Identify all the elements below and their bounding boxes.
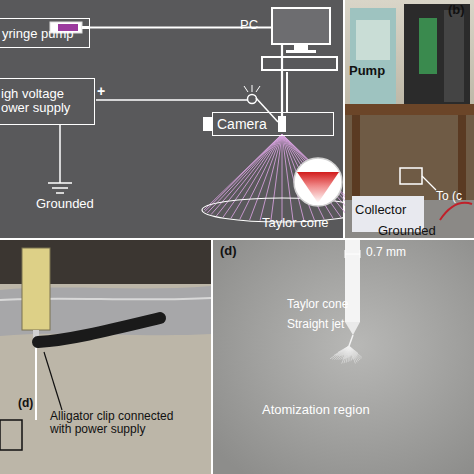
spray-line <box>271 134 282 221</box>
part-label: Collector <box>355 203 425 217</box>
power-supply-box: igh voltage ower supply <box>0 78 95 125</box>
spray-line <box>282 134 348 216</box>
callout-label: (d) <box>18 397 48 410</box>
spray-line <box>260 134 282 221</box>
pump-box: yringe pump <box>0 18 90 48</box>
node-text: Camera <box>217 117 327 132</box>
schematic-panel <box>0 0 362 238</box>
part-label: Taylor cone <box>262 216 342 230</box>
part-label: To (c <box>436 190 474 203</box>
part-label: Straight jet <box>287 318 367 331</box>
region-label: Atomization region <box>262 403 392 417</box>
camera-box: Camera <box>212 112 334 136</box>
terminal-sign: + <box>97 84 111 99</box>
spray-line <box>240 134 282 219</box>
dimension-label: 0.7 mm <box>366 246 426 259</box>
connector-line <box>286 72 288 112</box>
spray-line <box>282 134 283 221</box>
computer-unit: PC <box>240 4 340 72</box>
jet-photo <box>213 240 474 474</box>
part-label: Grounded <box>36 197 106 211</box>
needle-photo <box>0 240 211 474</box>
spray-droplets <box>349 346 355 364</box>
node-text: yringe pump <box>2 27 88 41</box>
spray-line <box>250 134 282 220</box>
node-text: PC <box>240 18 270 32</box>
spray-droplets <box>338 346 349 352</box>
part-label: Pump <box>349 64 389 78</box>
panel-label: (b) <box>448 3 474 17</box>
spray-droplets <box>334 346 349 355</box>
spray-line <box>216 134 282 216</box>
panel-label: (d) <box>220 244 250 258</box>
spray-droplets <box>349 346 352 361</box>
part-label: Alligator clip connected with power supp… <box>50 410 178 435</box>
part-label: Taylor cone <box>287 298 367 311</box>
spray-line <box>231 134 282 218</box>
spray-droplets <box>330 346 349 359</box>
spray-line <box>207 134 282 213</box>
part-label: Grounded <box>378 224 448 238</box>
node-text: igh voltage ower supply <box>1 87 81 114</box>
